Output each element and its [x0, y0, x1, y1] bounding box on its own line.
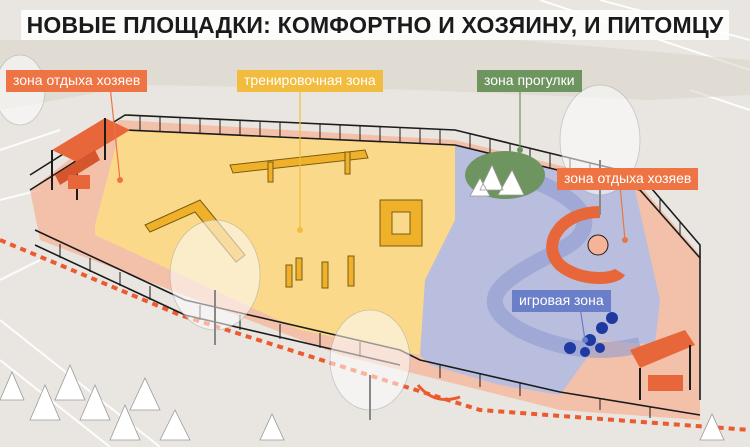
shelter-left: [51, 118, 130, 200]
trees: [0, 54, 641, 411]
title-text: НОВЫЕ ПЛОЩАДКИ: КОМФОРТНО И ХОЗЯИНУ, И П…: [20, 10, 730, 40]
walk-shrubs: [465, 151, 545, 199]
cone-trees: [0, 363, 725, 441]
rest-area-right: [546, 206, 626, 284]
label-training-zone: тренировочная зона: [237, 70, 383, 92]
play-equipment: [564, 312, 618, 357]
walkway-line: [0, 238, 750, 432]
label-owner-rest-right: зона отдыха хозяев: [557, 168, 699, 190]
training-surface: [95, 130, 455, 355]
label-pointers: [109, 85, 626, 341]
shelter-right: [630, 330, 695, 400]
label-owner-rest-left: зона отдыха хозяев: [6, 70, 148, 92]
gate-arrow: [416, 384, 461, 401]
infographic-title: НОВЫЕ ПЛОЩАДКИ: КОМФОРТНО И ХОЗЯИНУ, И П…: [0, 10, 750, 40]
label-pointer-dots: [117, 147, 628, 343]
label-walking-zone: зона прогулки: [477, 70, 582, 92]
label-play-zone: игровая зона: [512, 290, 611, 312]
training-equipment: [144, 149, 423, 289]
